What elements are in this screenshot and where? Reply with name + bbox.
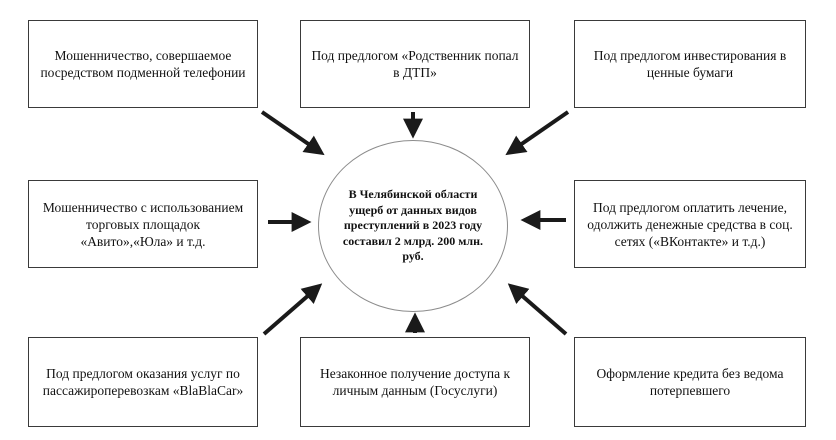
arrow-from-bottom-right [507, 283, 568, 336]
box-gosuslugi-access: Незаконное получение доступа к личным да… [300, 337, 530, 427]
box-trading-platforms-text: Мошенничество с использованием торговых … [42, 199, 244, 249]
box-gosuslugi-access-text: Незаконное получение доступа к личным да… [319, 366, 511, 398]
box-securities-investment-text: Под предлогом инвестирования в ценные бу… [593, 48, 787, 80]
box-carpooling-services-text: Под предлогом оказания услуг по пассажир… [42, 366, 244, 398]
box-social-networks: Под предлогом оплатить лечение, одолжить… [574, 180, 806, 268]
central-damage-text: В Челябинской области ущерб от данных ви… [342, 187, 484, 264]
box-unauthorized-loan-text: Оформление кредита без ведома потерпевше… [596, 366, 784, 398]
arrow-from-bottom-left [262, 283, 323, 336]
box-relative-accident-text: Под предлогом «Родственник попал в ДТП» [311, 48, 519, 80]
arrow-from-top-left [260, 110, 325, 156]
central-damage-circle: В Челябинской области ущерб от данных ви… [318, 140, 508, 312]
box-trading-platforms: Мошенничество с использованием торговых … [28, 180, 258, 268]
box-carpooling-services: Под предлогом оказания услуг по пассажир… [28, 337, 258, 427]
box-substitute-telephony: Мошенничество, совершаемое посредством п… [28, 20, 258, 108]
arrow-from-top-right [505, 110, 570, 156]
box-social-networks-text: Под предлогом оплатить лечение, одолжить… [587, 199, 793, 249]
box-unauthorized-loan: Оформление кредита без ведома потерпевше… [574, 337, 806, 427]
box-securities-investment: Под предлогом инвестирования в ценные бу… [574, 20, 806, 108]
box-substitute-telephony-text: Мошенничество, совершаемое посредством п… [40, 48, 246, 80]
box-relative-accident: Под предлогом «Родственник попал в ДТП» [300, 20, 530, 108]
